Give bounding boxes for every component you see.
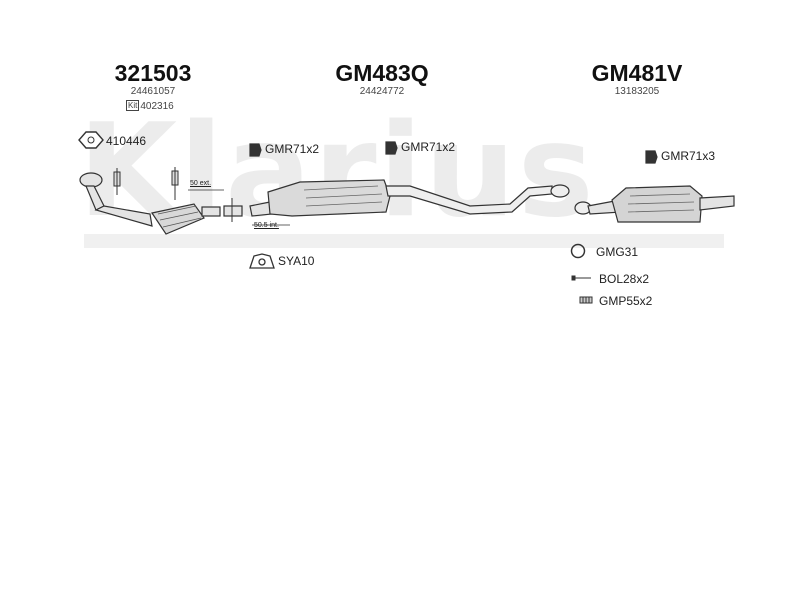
catalyst-drawing: [79, 172, 243, 235]
gmr-clamp-icon: [249, 141, 658, 164]
kit-icon: Kit: [126, 100, 140, 111]
label-bol28: BOL28x2: [599, 272, 650, 286]
rear-silencer-drawing: [574, 185, 735, 223]
label-410446: 410446: [106, 134, 147, 148]
bolt-icon: [571, 275, 591, 281]
oem-number-catalyst: 24461057: [130, 86, 176, 97]
lambda-sensor-icon: [113, 167, 179, 200]
label-gmr-center-a: GMR71x2: [265, 142, 320, 156]
part-code-catalyst: 321503: [114, 60, 192, 86]
hanger-sya10-icon: [249, 253, 275, 269]
gasket-410446-icon: [78, 131, 104, 149]
oem-number-rear-silencer: 13183205: [614, 86, 660, 97]
dimension-int: 50.5 int.: [254, 222, 279, 229]
part-code-rear-silencer: GM481V: [591, 60, 683, 86]
oem-number-center-silencer: 24424772: [359, 86, 405, 97]
center-silencer-drawing: [249, 179, 570, 217]
dimension-ext: 50 ext.: [190, 180, 212, 187]
label-gmp55: GMP55x2: [599, 294, 653, 308]
kit-number-value: 402316: [140, 101, 174, 112]
spring-icon: [579, 296, 593, 304]
label-gmr-rear: GMR71x3: [661, 149, 716, 163]
part-code-center-silencer: GM483Q: [335, 60, 429, 86]
label-gmg31: GMG31: [596, 245, 639, 259]
watermark-underline: [84, 234, 724, 248]
gasket-ring-icon: [570, 243, 586, 259]
label-sya10: SYA10: [278, 254, 315, 268]
label-gmr-center-b: GMR71x2: [401, 140, 456, 154]
